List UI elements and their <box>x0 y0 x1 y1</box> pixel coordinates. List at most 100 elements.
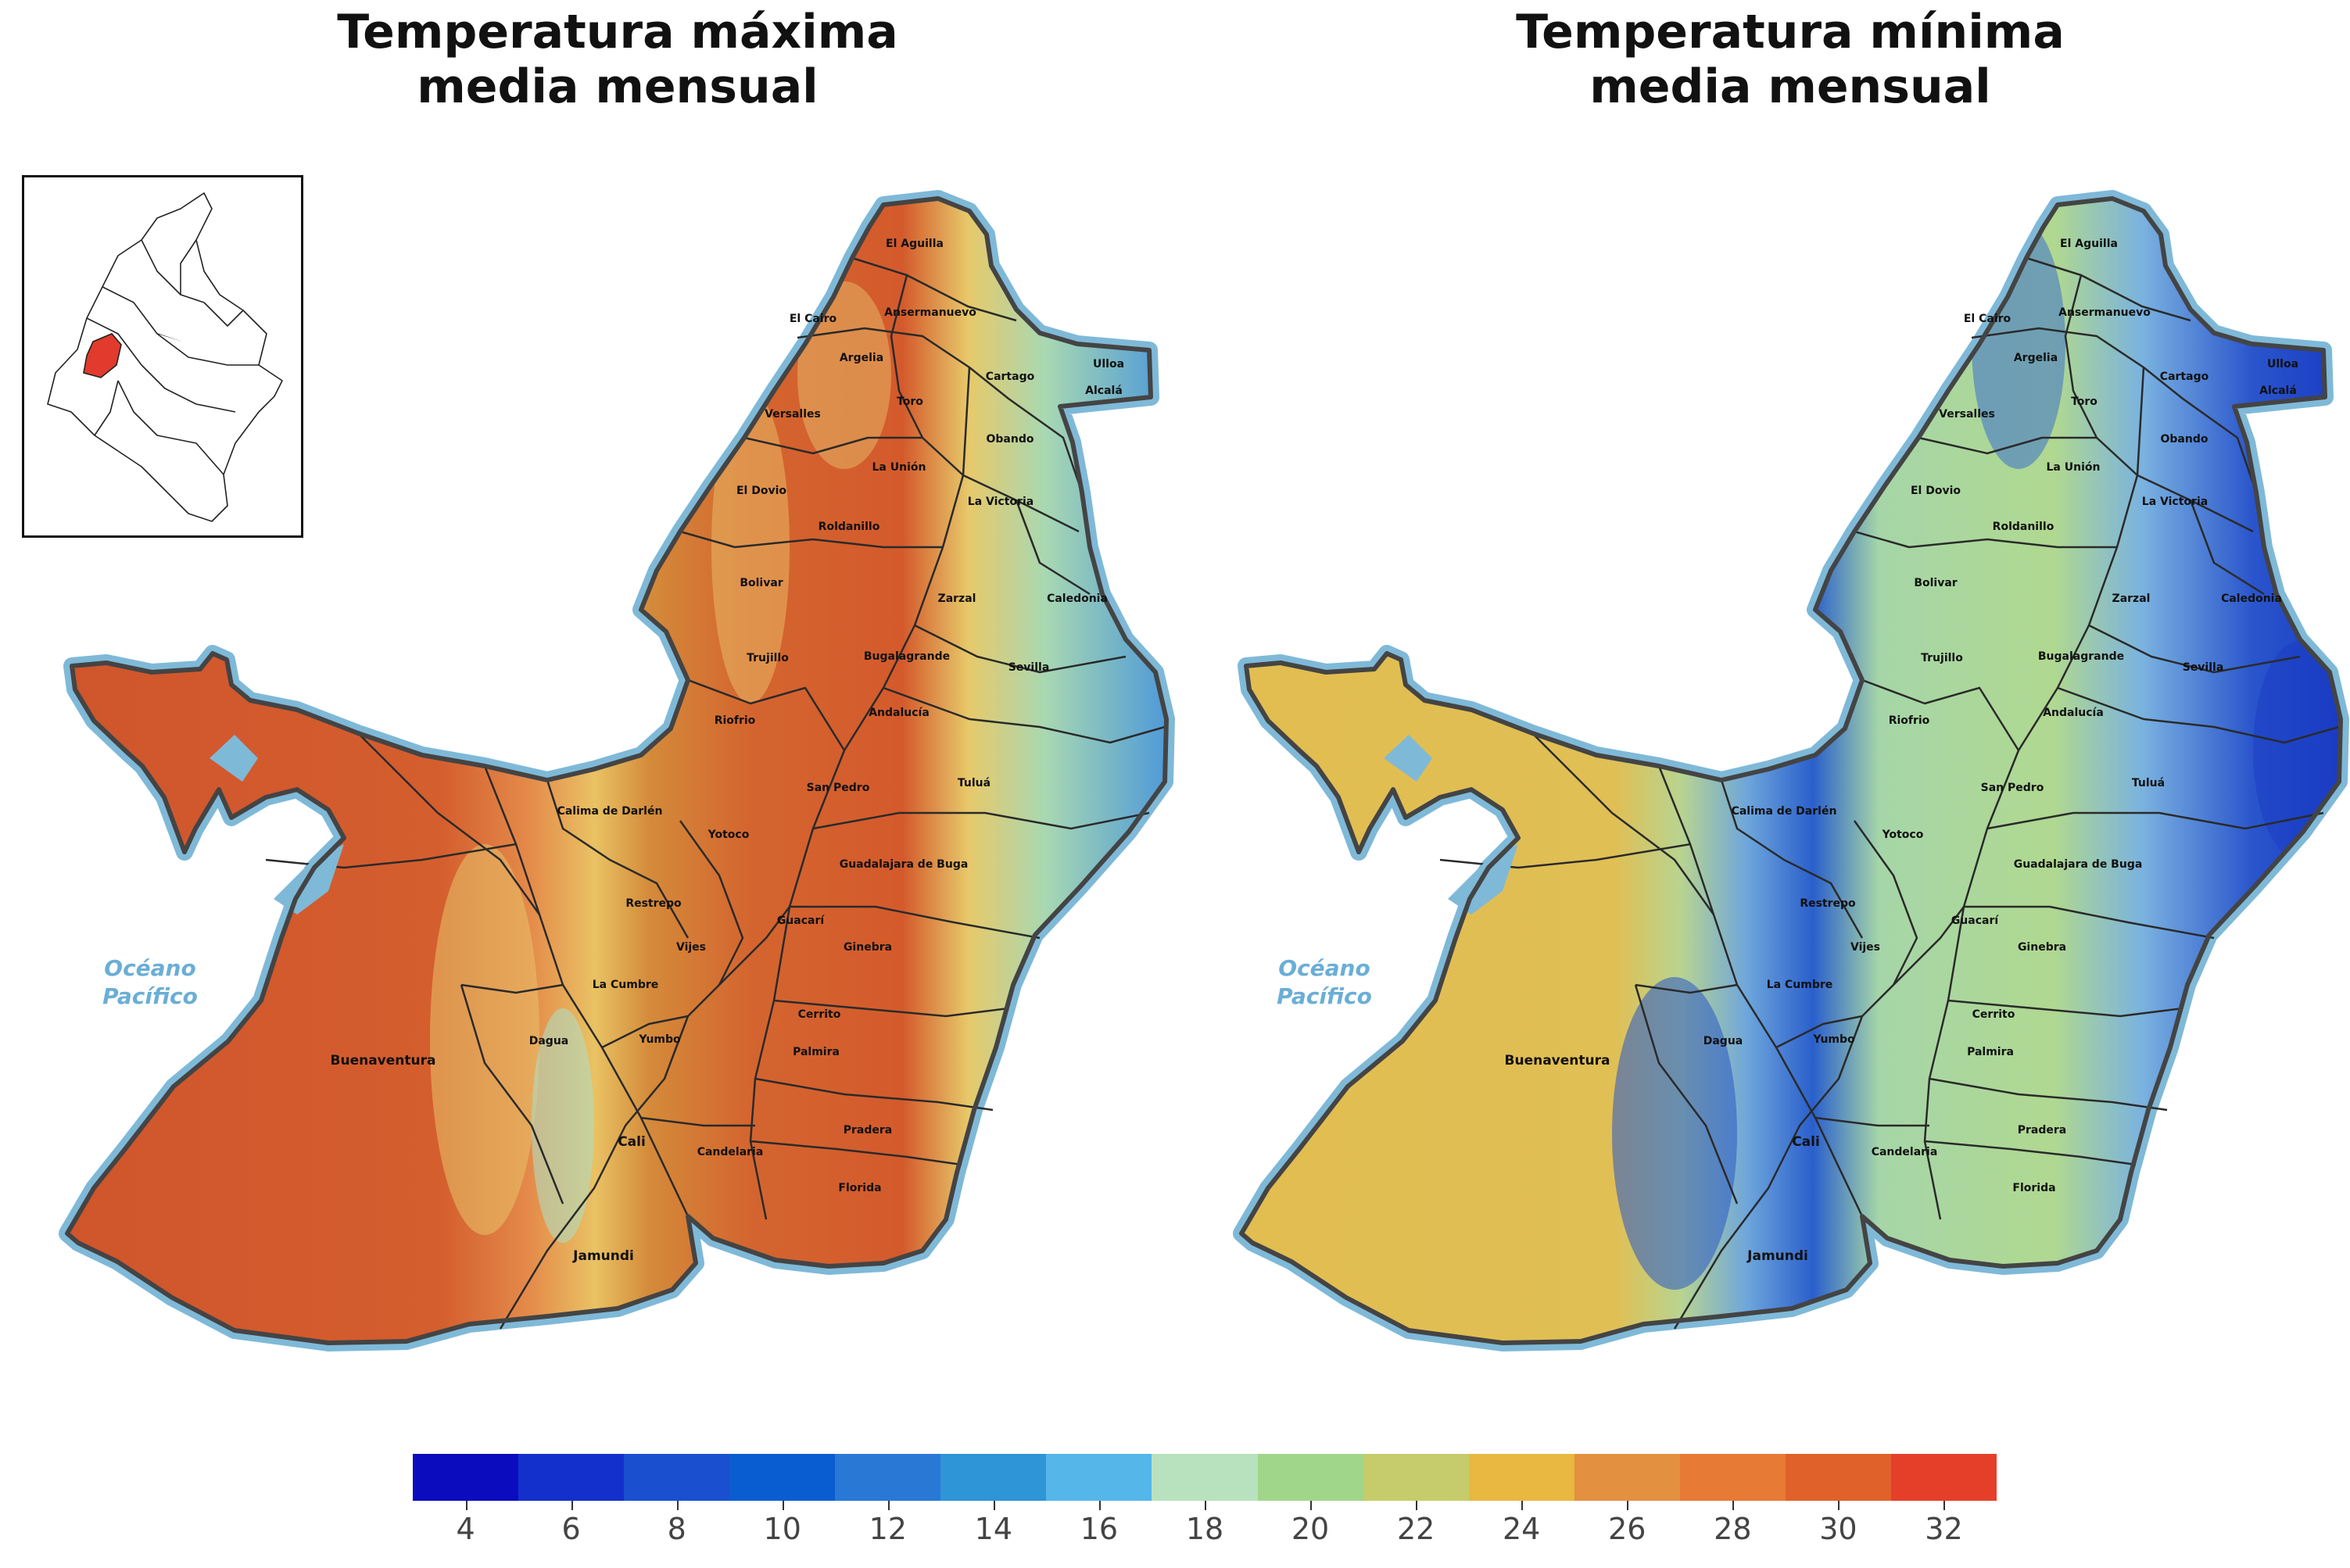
municipality-label: Yumbo <box>638 1033 681 1046</box>
municipality-label: Caledonia <box>1047 592 1108 605</box>
legend-swatch <box>1468 1454 1574 1501</box>
legend-tick <box>993 1501 995 1510</box>
legend-swatch <box>729 1454 836 1501</box>
municipality-label: Cerrito <box>1972 1008 2015 1021</box>
municipality-label: Guadalajara de Buga <box>840 858 969 871</box>
municipality-label: El Aguilla <box>886 238 944 250</box>
ocean-label-left-line1: Océano <box>104 955 195 981</box>
legend-tick-label: 28 <box>1714 1512 1752 1546</box>
municipality-label: Riofrio <box>715 714 756 727</box>
municipality-label: Versalles <box>765 408 821 421</box>
municipality-label: Roldanillo <box>819 521 880 533</box>
municipality-label: Roldanillo <box>1993 521 2054 533</box>
municipality-label: La Cumbre <box>593 979 659 991</box>
municipality-label: Sevilla <box>2183 661 2224 674</box>
legend-tick-label: 20 <box>1291 1512 1330 1546</box>
municipality-label: Andalucía <box>869 707 930 719</box>
legend-swatch <box>624 1454 730 1501</box>
municipality-label: Cali <box>618 1134 646 1150</box>
ocean-label-left-line2: Pacífico <box>102 983 198 1009</box>
municipality-label: Ginebra <box>844 941 892 954</box>
municipality-label: Ansermanuevo <box>884 306 976 319</box>
title-min-temperature: Temperatura mínima media mensual <box>1478 5 2103 114</box>
municipality-label: Tuluá <box>2132 777 2165 789</box>
municipality-label: El Cairo <box>790 313 837 325</box>
municipality-label: Pradera <box>844 1124 892 1137</box>
municipality-label: Pradera <box>2018 1124 2066 1137</box>
colombia-outline <box>47 192 283 522</box>
legend-tick-label: 22 <box>1396 1512 1435 1546</box>
legend-tick <box>1310 1501 1313 1510</box>
legend-tick <box>676 1501 679 1510</box>
municipality-label: Calima de Darlén <box>1732 805 1837 818</box>
municipality-label: Guacarí <box>777 915 826 927</box>
map-max-temperature <box>67 199 1166 1343</box>
municipality-label: Restrepo <box>1800 897 1856 910</box>
municipality-label: Yotoco <box>1882 829 1924 841</box>
title-min-line1: Temperatura mínima <box>1516 5 2065 59</box>
municipality-label: Palmira <box>793 1046 840 1058</box>
legend-swatch <box>518 1454 625 1501</box>
municipality-label: Ansermanuevo <box>2058 306 2151 319</box>
municipality-label: Guadalajara de Buga <box>2014 858 2143 871</box>
municipality-label: Cerrito <box>798 1008 841 1021</box>
legend-tick-label: 14 <box>974 1512 1013 1546</box>
legend-swatch <box>1046 1454 1152 1501</box>
municipality-label: Florida <box>2012 1182 2055 1194</box>
legend-swatch <box>1257 1454 1363 1501</box>
legend-tick-label: 12 <box>869 1512 907 1546</box>
legend-tick-label: 18 <box>1185 1512 1224 1546</box>
municipality-label: Sevilla <box>1008 661 1050 674</box>
legend-tick <box>1627 1501 1629 1510</box>
legend-tick-label: 10 <box>763 1512 801 1546</box>
legend-tick <box>465 1501 467 1510</box>
municipality-label: Palmira <box>1967 1046 2014 1058</box>
legend-swatch <box>940 1454 1047 1501</box>
legend-tick-label: 30 <box>1819 1512 1857 1546</box>
municipality-label: Cartago <box>986 371 1035 383</box>
legend-tick <box>1205 1501 1206 1510</box>
legend-swatch <box>1890 1454 1997 1501</box>
title-max-line1: Temperatura máxima <box>337 5 898 59</box>
municipality-label: Yotoco <box>708 829 750 841</box>
municipality-label: Toro <box>2071 396 2097 408</box>
municipality-label: El Dovio <box>736 485 786 497</box>
municipality-label: La Unión <box>872 461 926 474</box>
highland-shading <box>430 281 891 1243</box>
municipality-label: Caledonia <box>2221 592 2282 605</box>
municipality-label: Jamundi <box>1746 1248 1808 1264</box>
legend-tick <box>1732 1501 1735 1510</box>
municipality-label: Bolivar <box>740 577 783 589</box>
ocean-label-right-line2: Pacífico <box>1277 983 1372 1009</box>
valle-del-cauca-highlight <box>83 333 122 378</box>
municipality-label: La Victoria <box>968 496 1033 508</box>
legend-swatch <box>1574 1454 1680 1501</box>
legend-tick-label: 32 <box>1925 1512 1963 1546</box>
municipality-label: Ginebra <box>2018 941 2066 954</box>
legend-color-bar <box>413 1454 1997 1501</box>
municipality-label: Jamundi <box>572 1248 634 1264</box>
title-min-line2: media mensual <box>1589 59 1991 114</box>
municipality-label: Alcalá <box>2259 385 2297 397</box>
municipality-label: Calima de Darlén <box>557 805 663 818</box>
municipality-label: San Pedro <box>1981 782 2044 794</box>
legend-tick <box>1521 1501 1524 1510</box>
municipality-label: Candelaria <box>697 1146 764 1158</box>
municipality-label: Bugalagrande <box>2038 650 2124 663</box>
legend-tick-label: 26 <box>1608 1512 1646 1546</box>
legend-swatch <box>1363 1454 1469 1501</box>
municipality-label: Versalles <box>1939 408 1995 421</box>
title-max-temperature: Temperatura máxima media mensual <box>305 5 930 114</box>
municipality-label: Obando <box>2161 433 2208 446</box>
municipality-label: Florida <box>838 1182 881 1194</box>
legend-swatch <box>835 1454 941 1501</box>
municipality-label: San Pedro <box>807 782 870 794</box>
municipality-label: El Dovio <box>1911 485 1961 497</box>
legend-tick-label: 8 <box>667 1512 686 1546</box>
municipality-label: Cali <box>1792 1134 1820 1150</box>
legend-tick <box>782 1501 784 1510</box>
legend-tick <box>1416 1501 1418 1510</box>
municipality-label: Tuluá <box>958 777 991 789</box>
